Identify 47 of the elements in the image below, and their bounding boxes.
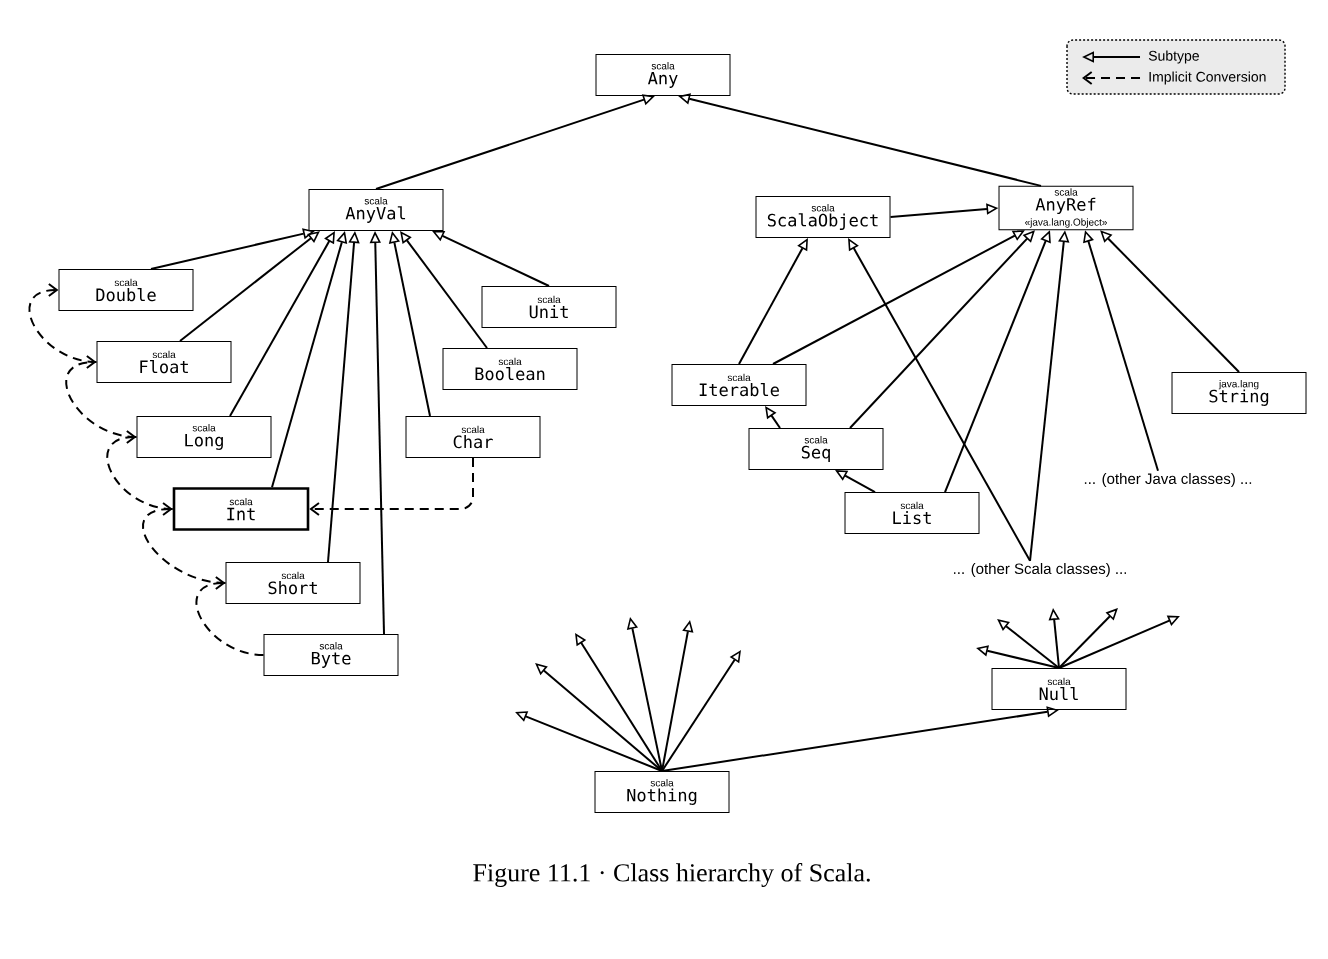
class-box: scala Long [136,416,272,458]
subtype-arrow [229,231,335,417]
subtype-arrow [179,231,320,342]
class-box: java.lang String [1171,372,1307,414]
subtype-arrow [849,230,1035,429]
subtype-arrow [661,650,741,772]
subtype-arrow [848,238,1031,562]
conversion-arrow [309,457,474,516]
subtype-arrow [432,230,550,287]
subtype-arrow [400,231,488,349]
subtype-arrow [1058,615,1180,669]
subtype-arrow [835,470,876,493]
conversion-arrow [28,283,98,363]
class-box: scala Any [595,54,731,96]
subtype-arrow [535,663,663,772]
class-box: scala Nothing [594,771,730,813]
subtype-arrow [997,619,1060,669]
legend-label: Subtype [1148,50,1199,64]
class-box: scala Short [225,562,361,604]
figure-caption: Figure 11.1 · Class hierarchy of Scala. [473,863,870,887]
subtype-arrow [1058,608,1118,669]
class-group-label: ... (other Scala classes) ... [954,563,1126,577]
conversion-arrow [142,502,227,584]
class-box: scala ScalaObject [755,196,891,238]
class-group-label: ... (other Java classes) ... [1084,473,1252,487]
conversion-arrow [65,355,138,438]
class-box: scala Null [991,668,1127,710]
class-box: scala Char [405,416,541,458]
class-box: scala Unit [481,286,617,328]
class-box: scala Iterable [671,364,807,406]
legend-label: Implicit Conversion [1149,71,1266,85]
class-box: scala Byte [263,634,399,676]
conversion-arrow [195,576,265,656]
class-box: scala Double [58,269,194,311]
class-box: scala AnyVal [308,189,444,231]
subtype-arrow [772,230,1025,365]
class-box: scala List [844,492,980,534]
conversion-arrow [106,430,174,510]
subtype-arrow [738,238,808,365]
class-box: scala Boolean [442,348,578,390]
class-box: scala Float [96,341,232,383]
class-box: scala Seq [748,428,884,470]
subtype-arrow [765,406,781,429]
subtype-arrow [575,633,663,772]
subtype-arrow [1100,230,1240,373]
class-box: scala AnyRef «java.lang.Object» [998,185,1134,231]
class-box: scala Int [172,487,310,531]
